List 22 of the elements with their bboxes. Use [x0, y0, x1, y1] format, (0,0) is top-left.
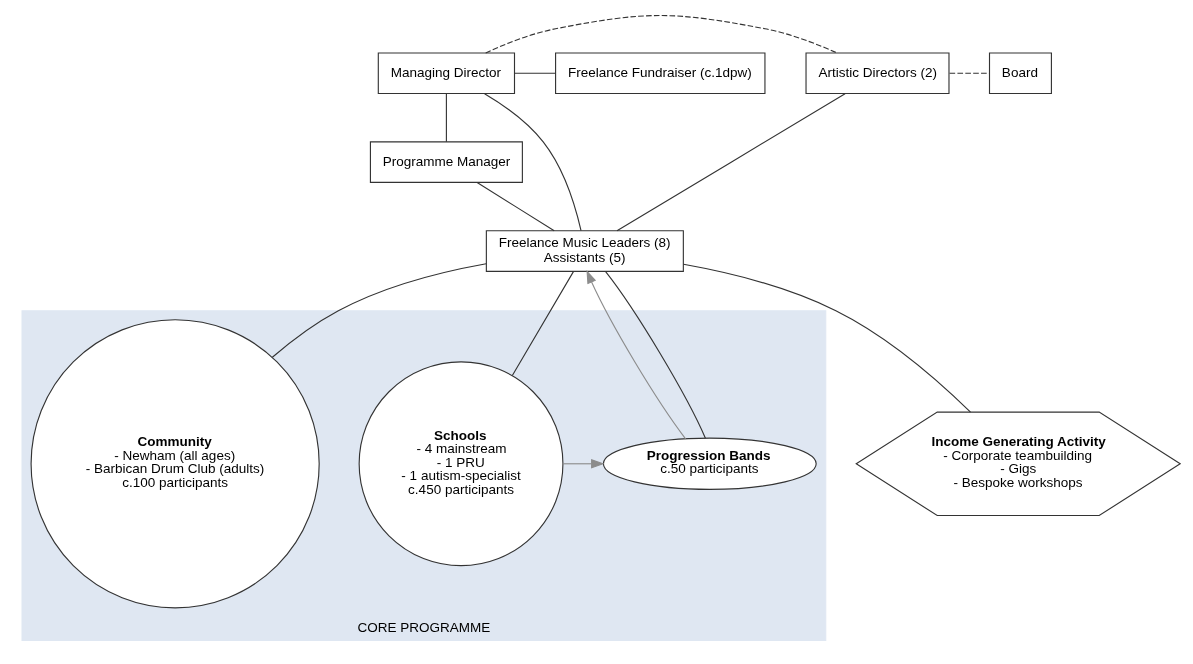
node-circle: Schools - 4 mainstream - 1 PRU - 1 autism-specialist c.450 participants [358, 360, 564, 566]
node-circle: Community - Newham (all ages) - Barbican Drum Club (adults) c.100 participants [30, 318, 320, 608]
connector [445, 92, 447, 142]
node-ellipse: Progression Bands c.50 participants [602, 437, 817, 490]
arrow [586, 269, 687, 439]
connector [949, 72, 990, 74]
connector [605, 270, 706, 439]
connector [682, 263, 972, 413]
connector [476, 181, 555, 231]
arrow [562, 458, 605, 468]
node-box: Freelance Music Leaders (8) Assistants (5) [485, 229, 684, 272]
node-box: Managing Director [377, 51, 516, 94]
connector [485, 14, 838, 53]
node-box: Board [988, 51, 1052, 94]
node-box: Freelance Fundraiser (c.1dpw) [555, 51, 766, 94]
connector [514, 72, 557, 74]
connector [484, 92, 582, 231]
connector [511, 270, 574, 376]
node-box: Artistic Directors (2) [805, 51, 950, 94]
node-box: Programme Manager [369, 140, 523, 183]
connector [271, 262, 487, 358]
connector [616, 92, 846, 231]
